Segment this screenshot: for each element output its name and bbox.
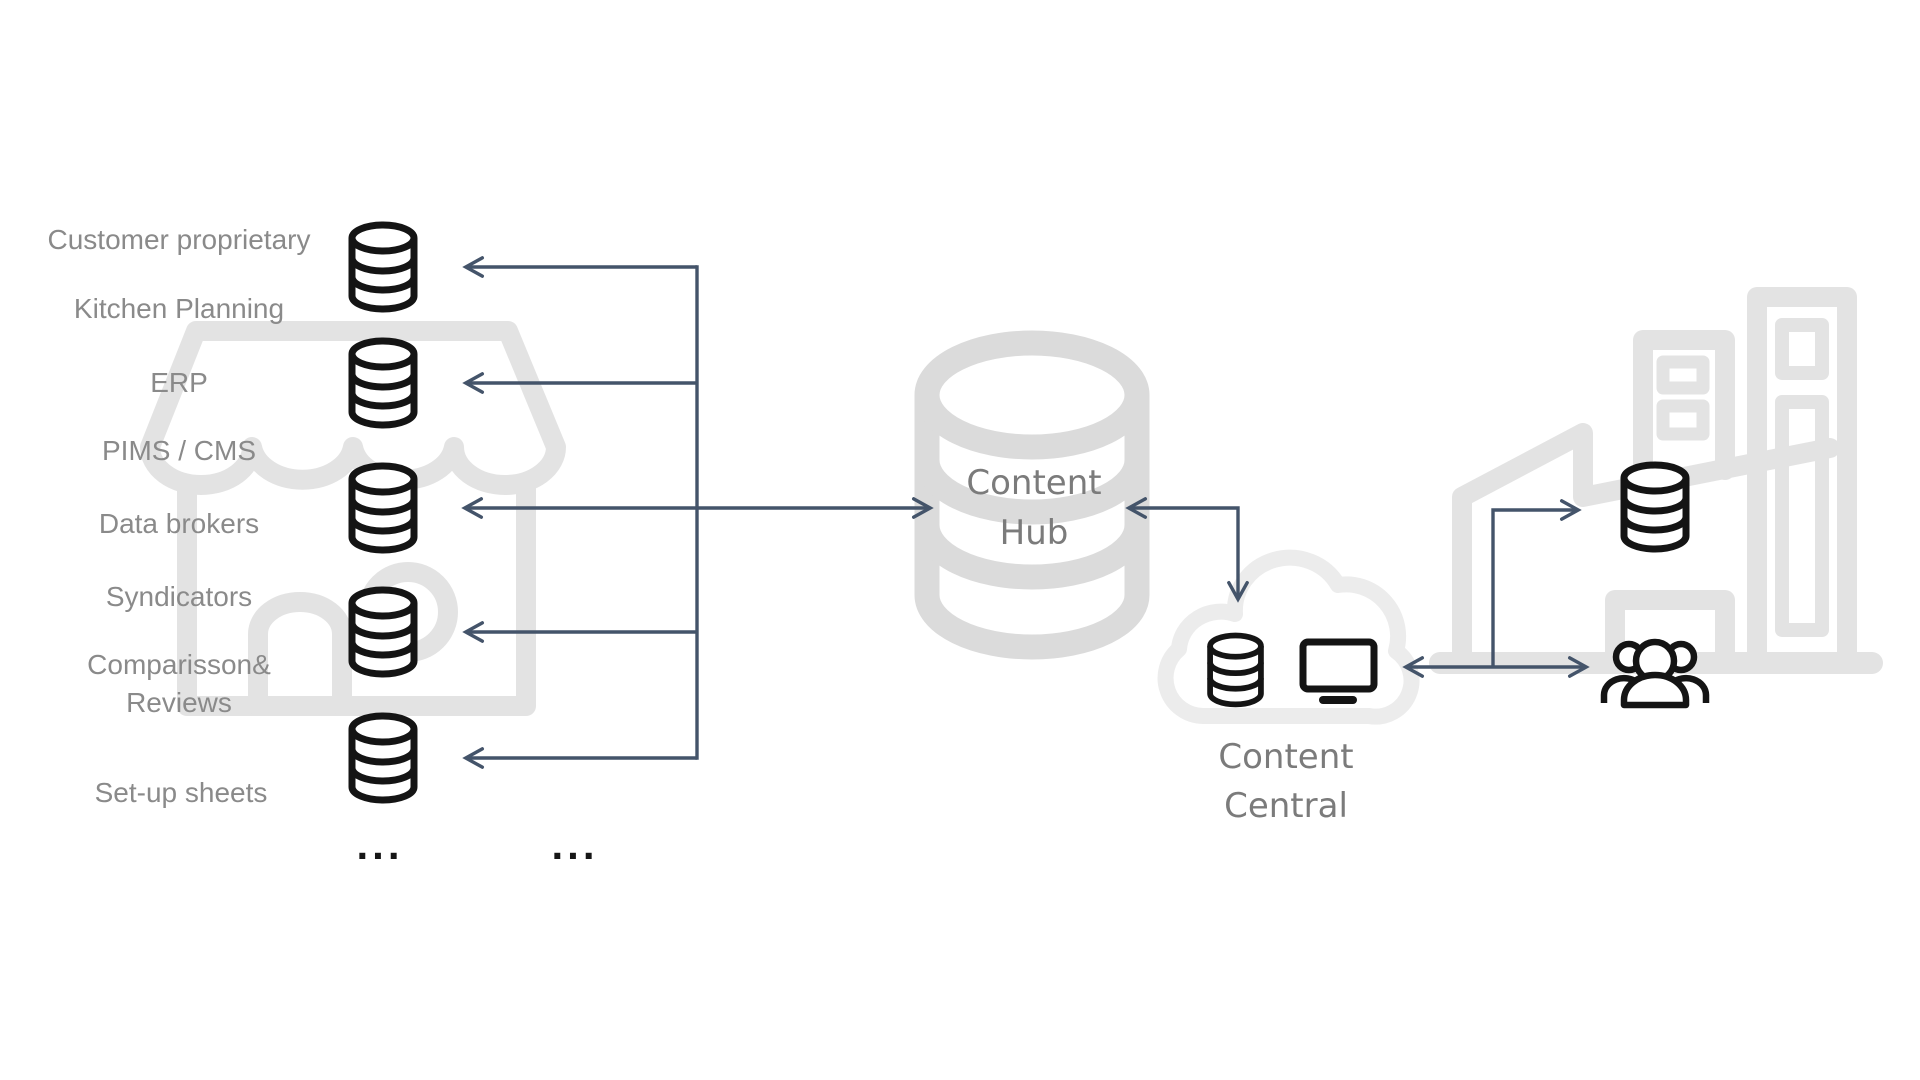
sources-ellipsis: ... — [356, 821, 404, 868]
database-icon — [1210, 635, 1261, 704]
content-central-label: Content Central — [1218, 737, 1354, 826]
database-icon — [352, 590, 414, 674]
database-icon — [352, 466, 414, 550]
factory-watermark-icon — [1429, 287, 1883, 674]
source-label-syndicators: Syndicators — [105, 581, 253, 612]
database-icon — [352, 341, 414, 425]
users-icon — [1600, 638, 1710, 709]
arrow-branch-consumer-db — [1491, 499, 1582, 667]
content-hub-database-icon — [914, 330, 1150, 660]
source-label-pims-cms: PIMS / CMS — [101, 435, 257, 466]
database-icon — [352, 716, 414, 800]
source-label-setup-sheets: Set-up sheets — [94, 777, 268, 808]
arrow-hub-central — [1125, 497, 1249, 603]
source-label-erp: ERP — [150, 367, 208, 398]
sources-ellipsis: ... — [551, 821, 599, 868]
source-label-kitchen-planning: Kitchen Planning — [73, 293, 285, 324]
source-label-customer-proprietary: Customer proprietary — [47, 224, 311, 255]
database-icon — [352, 225, 414, 309]
connector-arrows — [461, 256, 1590, 769]
source-label-data-brokers: Data brokers — [98, 508, 260, 539]
source-label-comparisson-reviews: Comparisson& Reviews — [87, 649, 271, 718]
database-icon — [1624, 465, 1686, 549]
monitor-icon — [1299, 638, 1378, 704]
cloud-icon — [1157, 549, 1420, 725]
content-hub-label: Content Hub — [966, 463, 1102, 553]
